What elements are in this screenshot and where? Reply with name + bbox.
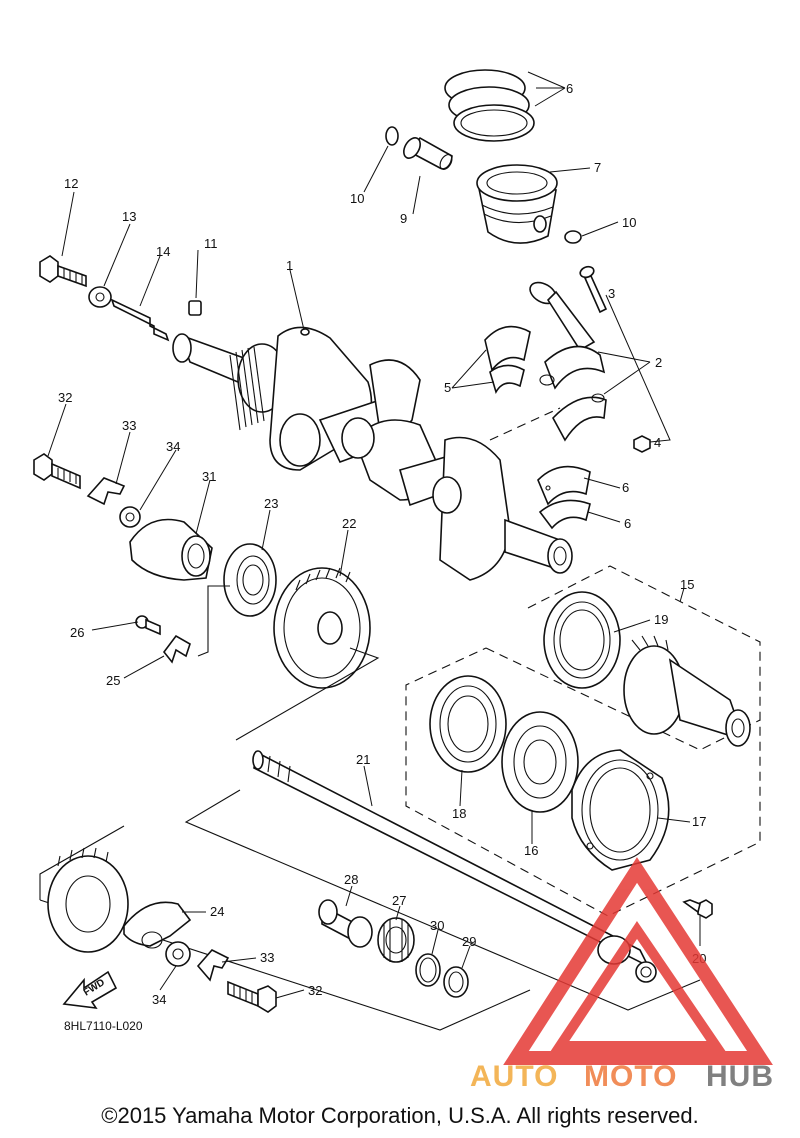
piston-pin (403, 136, 453, 170)
callout-17: 17 (692, 814, 706, 829)
callout-13: 13 (122, 209, 136, 224)
automotohub-watermark: AUTO MOTO HUB (470, 857, 774, 1093)
callout-3: 3 (608, 286, 615, 301)
callout-12: 12 (64, 176, 78, 191)
watermark-word-hub: HUB (706, 1060, 774, 1093)
callout-22: 22 (342, 516, 356, 531)
callout-24: 24 (210, 904, 224, 919)
callout-11: 11 (204, 236, 218, 251)
crank-bearing-pair (537, 465, 591, 530)
callout-21: 21 (356, 752, 370, 767)
callout-5: 5 (444, 380, 451, 395)
crankshaft (172, 326, 573, 581)
watermark-triangle-outer (503, 857, 773, 1065)
callout-18: 18 (452, 806, 466, 821)
guide-line-conrod (489, 407, 561, 441)
callout-31: 31 (202, 469, 216, 484)
gear-24 (47, 847, 192, 953)
callout-33-lower: 33 (260, 950, 274, 965)
conrod-nut (633, 435, 651, 453)
circlip-30 (415, 953, 441, 987)
housing-bolt-20 (682, 899, 713, 919)
oil-seal-19 (543, 591, 621, 689)
lock-washer-25 (162, 634, 191, 664)
assembly-box-15 (405, 565, 761, 917)
lock-plate-lower (196, 949, 230, 982)
callout-labels: 6 7 9 10 10 11 12 13 14 1 3 2 4 5 6 6 15… (58, 81, 706, 1007)
callout-32-lower: 32 (308, 983, 322, 998)
callout-19: 19 (654, 612, 668, 627)
fwd-arrow: FWD (62, 970, 118, 1010)
guide-line-21 (184, 789, 701, 1011)
crank-end-bolt (39, 255, 87, 288)
callout-15: 15 (680, 577, 694, 592)
callout-6-lower: 6 (624, 516, 631, 531)
balancer-shaft-gear (623, 635, 751, 747)
callout-34-upper: 34 (166, 439, 180, 454)
callout-28: 28 (344, 872, 358, 887)
balancer-weight (129, 518, 213, 581)
piston-rings (444, 69, 535, 142)
piston-pin-clip-right (564, 230, 582, 244)
piston (476, 164, 558, 244)
callout-9: 9 (400, 211, 407, 226)
callout-8: 6 (566, 81, 573, 96)
collar-28 (318, 899, 373, 948)
callout-4: 4 (654, 435, 661, 450)
collar-29 (443, 966, 469, 998)
balancer-washer-lower (165, 941, 191, 967)
callout-10-right: 10 (622, 215, 636, 230)
screw-26 (135, 615, 161, 636)
balancer-washer-upper (119, 506, 141, 528)
callout-33-upper: 33 (122, 418, 136, 433)
callout-25: 25 (106, 673, 120, 688)
watermark-word-moto: MOTO (584, 1060, 677, 1093)
callout-34-lower: 34 (152, 992, 166, 1007)
callout-1: 1 (286, 258, 293, 273)
guide-line-22 (235, 647, 380, 741)
callout-10-left: 10 (350, 191, 364, 206)
balancer-drive-gear (273, 567, 371, 689)
bearing-16 (501, 711, 579, 813)
lock-plate-upper (86, 477, 126, 506)
guide-line-23 (197, 585, 230, 657)
callout-6-upper: 6 (622, 480, 629, 495)
crank-spring-plate (110, 298, 170, 342)
callout-30: 30 (430, 918, 444, 933)
copyright-footer: ©2015 Yamaha Motor Corporation, U.S.A. A… (101, 1103, 699, 1128)
balancer-bolt-upper (33, 453, 81, 490)
balancer-bolt-lower (227, 980, 277, 1013)
callout-23: 23 (264, 496, 278, 511)
leader-lines (47, 71, 701, 999)
crank-end-washer (88, 286, 112, 308)
watermark-triangle-inner (550, 921, 726, 1051)
piston-pin-clip-left (385, 126, 399, 146)
callout-29: 29 (462, 934, 476, 949)
conrod-bolt (579, 265, 608, 314)
connecting-rod (529, 281, 607, 442)
callout-14: 14 (156, 244, 170, 259)
callout-7: 7 (594, 160, 601, 175)
conrod-bearing-upper (484, 325, 531, 395)
drawing-code: 8HL7110-L020 (64, 1019, 143, 1033)
watermark-word-auto: AUTO (470, 1060, 558, 1093)
callout-27: 27 (392, 893, 406, 908)
woodruff-key (188, 300, 202, 316)
needle-bearing-27 (377, 917, 415, 963)
bearing-23 (223, 543, 277, 617)
callout-32-upper: 32 (58, 390, 72, 405)
callout-26: 26 (70, 625, 84, 640)
callout-16: 16 (524, 843, 538, 858)
oil-seal-18 (429, 675, 507, 773)
bearing-housing-17 (571, 749, 670, 871)
callout-2: 2 (655, 355, 662, 370)
